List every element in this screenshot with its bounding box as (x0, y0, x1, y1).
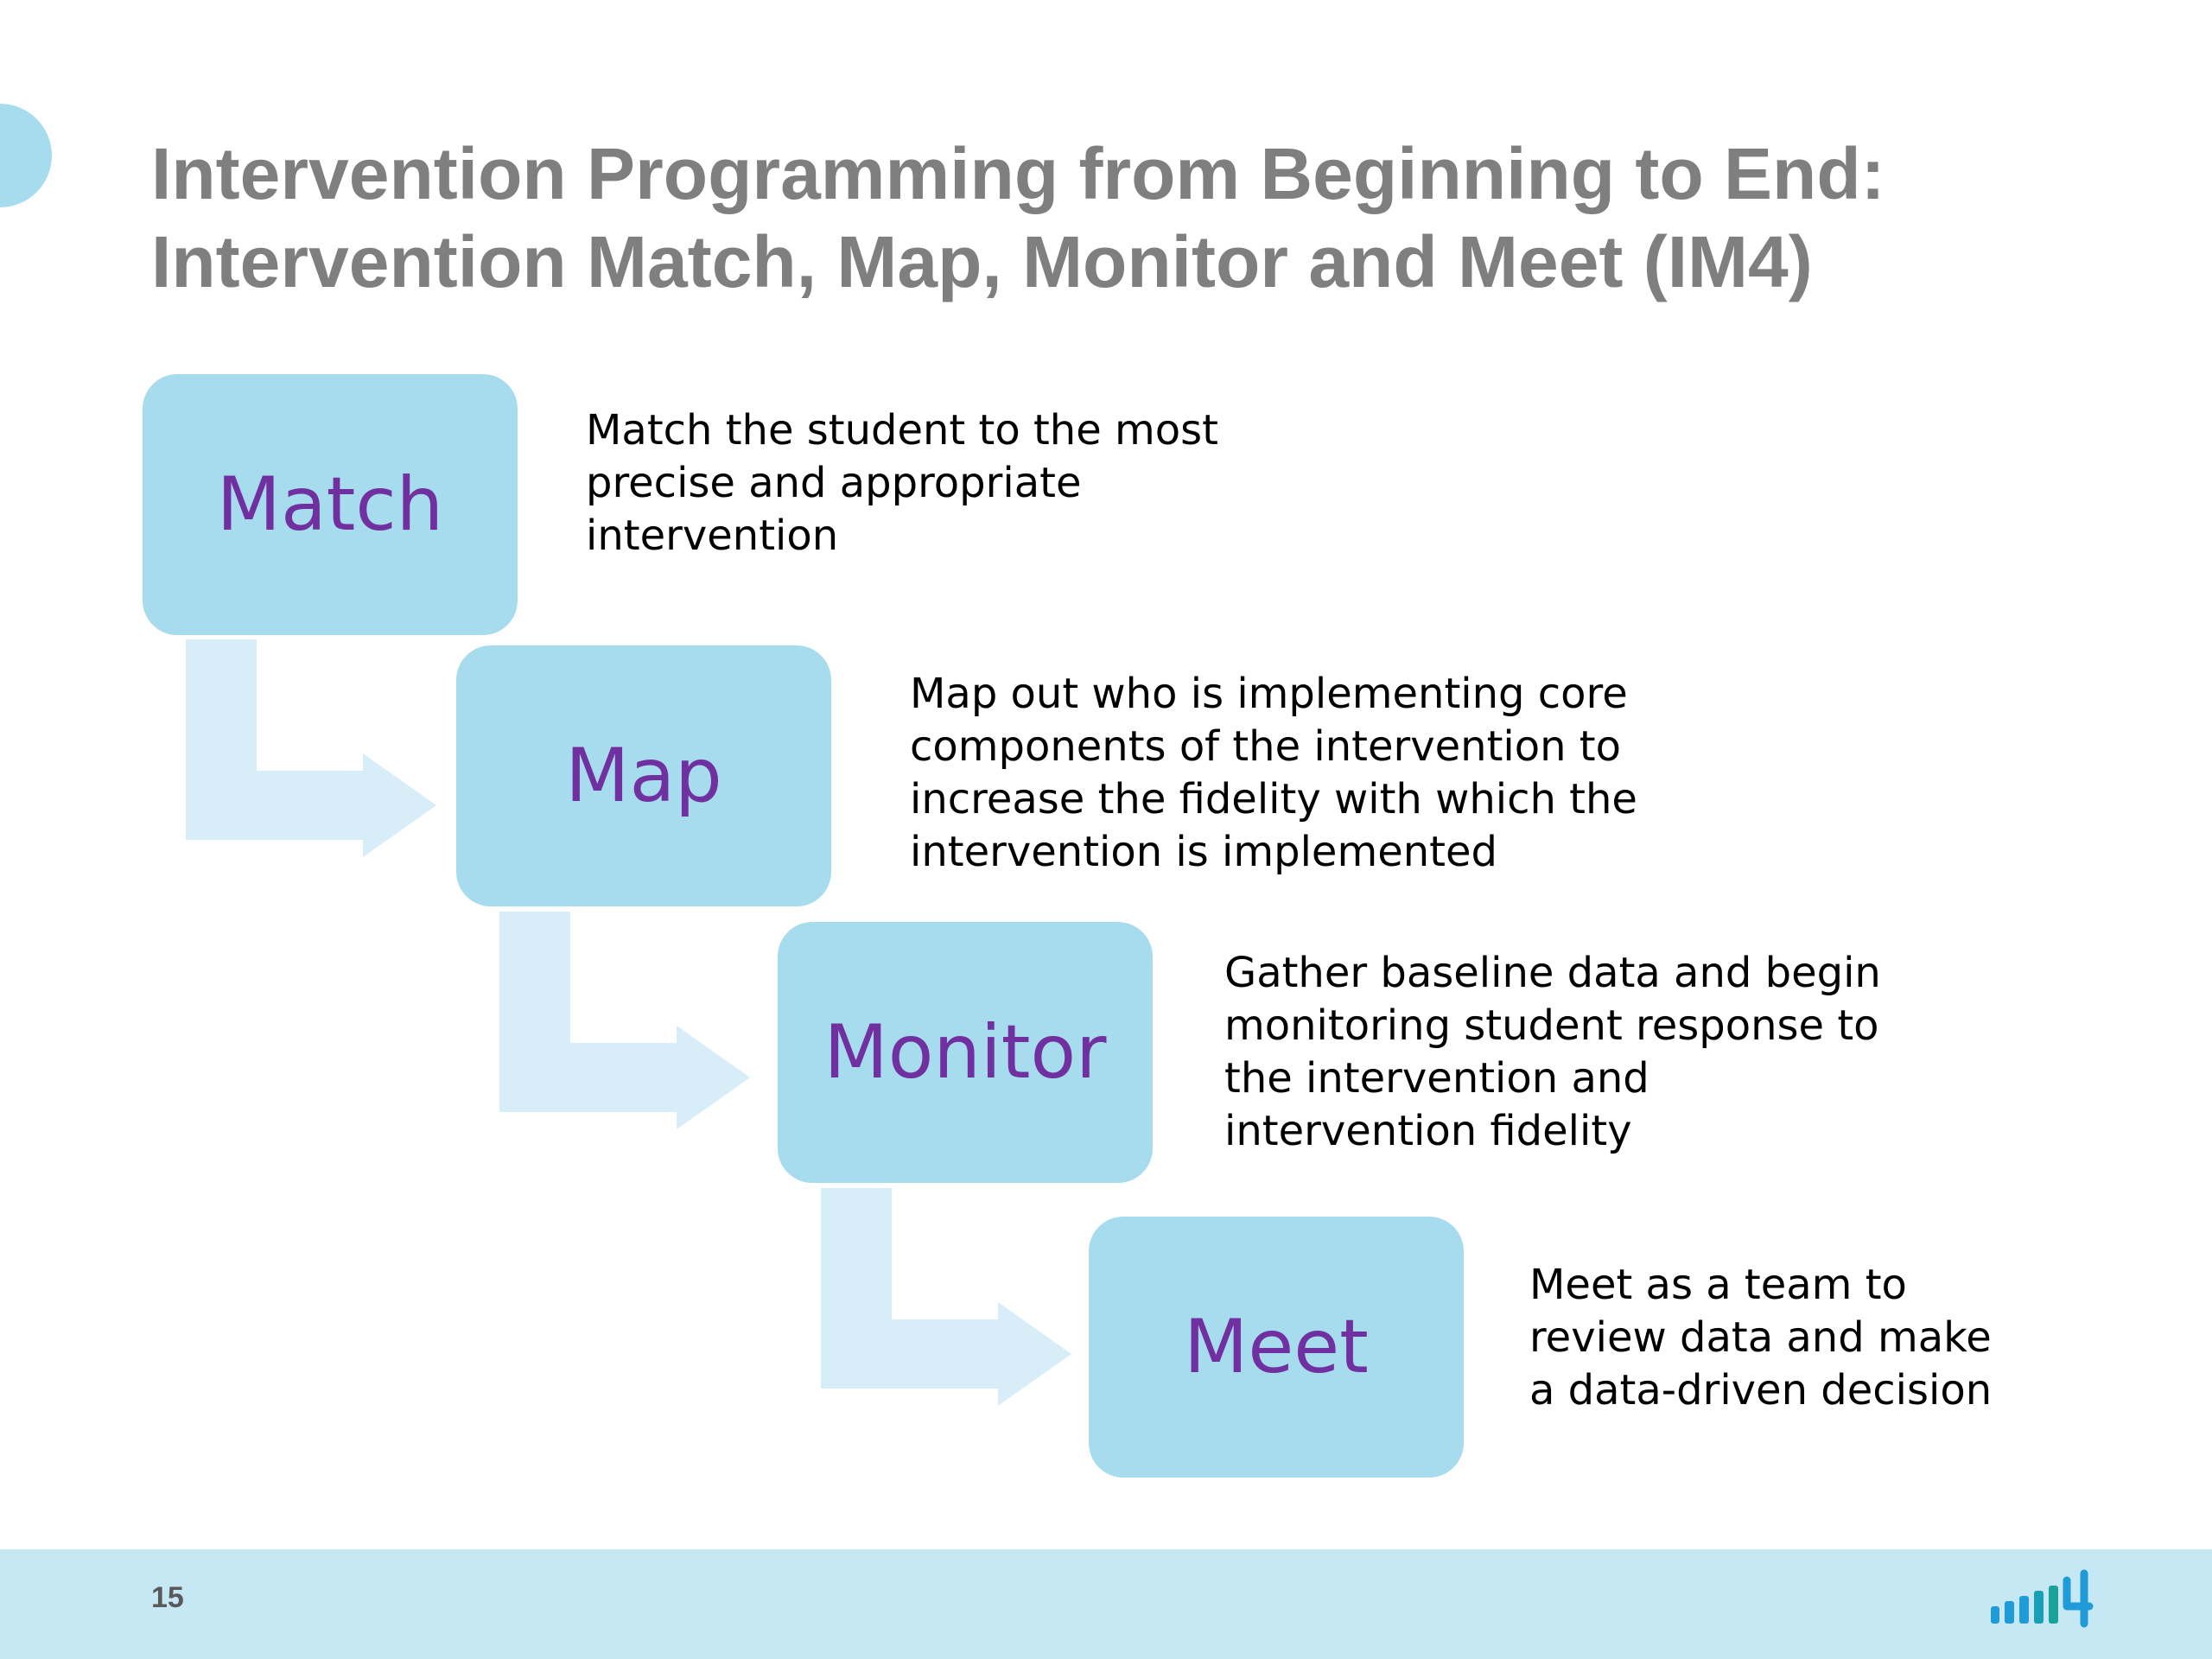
step-match-box: Match (143, 374, 518, 635)
corner-decoration (0, 104, 52, 207)
slide-title-line-2: Intervention Match, Map, Monitor and Mee… (151, 221, 1813, 302)
step-monitor-description-line: intervention fidelity (1224, 1107, 1632, 1155)
connector-arrow-match-map (186, 639, 436, 857)
footer-band (0, 1549, 2212, 1659)
step-monitor-description: Gather baseline data and begin monitorin… (1224, 947, 1881, 1158)
step-map-description-line: increase the fidelity with which the (910, 775, 1637, 823)
slide-title-line-1: Intervention Programming from Beginning … (151, 133, 1885, 214)
step-meet-description-line: a data-driven decision (1529, 1366, 1993, 1414)
step-monitor-box: Monitor (778, 922, 1153, 1183)
im4-logo-icon (1991, 1569, 2094, 1628)
connector-arrow-map-monitor (499, 912, 750, 1129)
page-number: 15 (151, 1581, 184, 1614)
step-map-label: Map (565, 733, 722, 819)
step-map-description-line: components of the intervention to (910, 722, 1621, 771)
step-monitor-description-line: the intervention and (1224, 1054, 1649, 1103)
step-meet-description-line: Meet as a team to (1529, 1261, 1907, 1309)
step-match-description-line: intervention (586, 512, 839, 560)
step-match-label: Match (216, 461, 444, 548)
step-map-description: Map out who is implementing core compone… (910, 668, 1637, 879)
step-match-description: Match the student to the most precise an… (586, 404, 1243, 563)
step-map-description-line: Map out who is implementing core (910, 670, 1628, 718)
step-match-description-line: precise and appropriate (586, 459, 1082, 507)
step-match-description-line: Match the student to the most (586, 406, 1218, 454)
step-meet-description: Meet as a team to review data and make a… (1529, 1259, 2186, 1417)
step-map-box: Map (456, 645, 831, 906)
step-meet-box: Meet (1089, 1217, 1464, 1478)
connector-arrow-monitor-meet (821, 1188, 1071, 1406)
step-monitor-description-line: Gather baseline data and begin (1224, 949, 1881, 997)
slide-title: Intervention Programming from Beginning … (151, 130, 1885, 306)
step-meet-label: Meet (1184, 1304, 1369, 1390)
step-meet-description-line: review data and make (1529, 1313, 1992, 1362)
step-map-description-line: intervention is implemented (910, 828, 1497, 876)
step-monitor-label: Monitor (823, 1009, 1107, 1096)
step-monitor-description-line: monitoring student response to (1224, 1001, 1879, 1050)
